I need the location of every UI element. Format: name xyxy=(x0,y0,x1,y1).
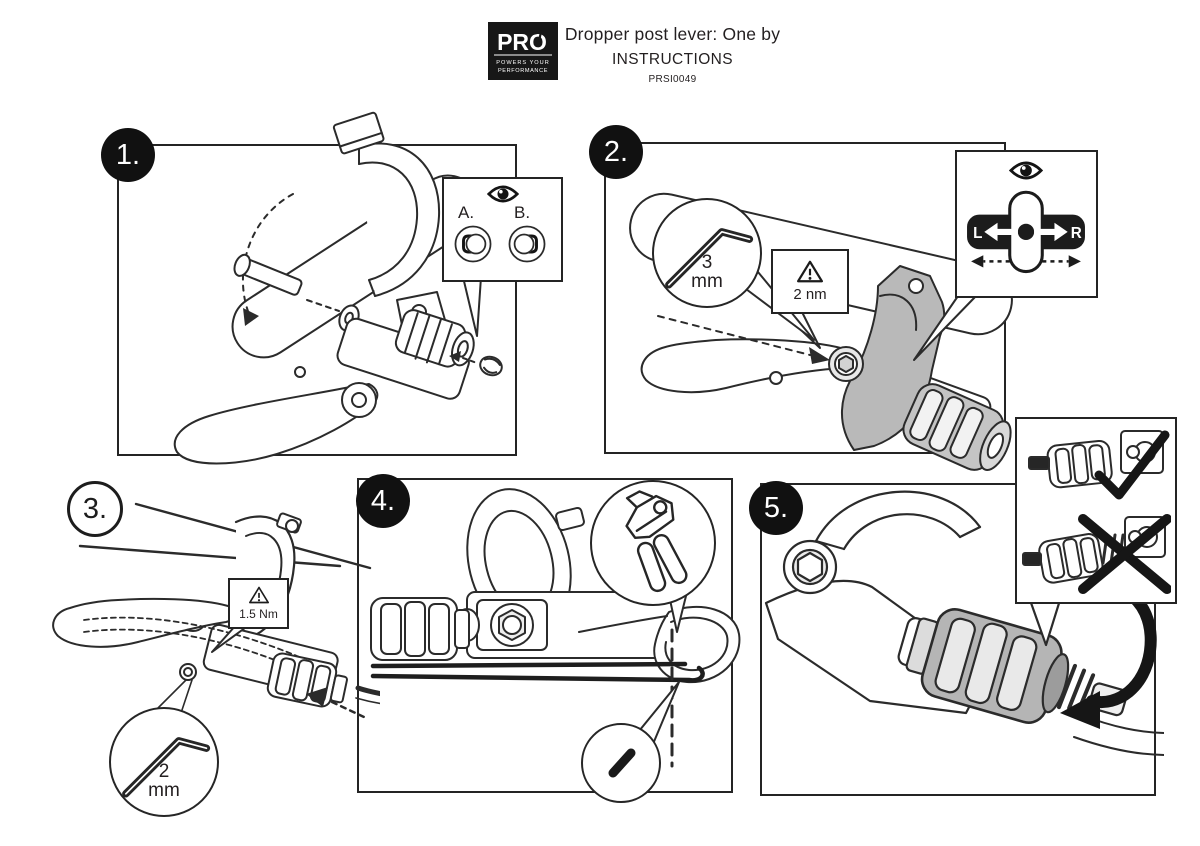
clamp-bolt xyxy=(233,253,303,296)
torque-value: 1.5 Nm xyxy=(239,607,278,621)
step-1-badge: 1. xyxy=(101,128,155,182)
orientation-b-icon xyxy=(508,225,546,263)
step-5-illustration xyxy=(764,490,1164,756)
rotation-arrow-icon xyxy=(1060,580,1157,729)
step-4-panel xyxy=(357,478,741,803)
rotate-direction-arrow xyxy=(241,193,294,315)
step-1-panel: A. B. xyxy=(117,111,563,465)
option-a-label: A. xyxy=(458,203,475,222)
hex-key-icon xyxy=(665,228,754,289)
step-2-panel: 3 mm 2 nm xyxy=(604,142,1098,471)
torque-warning: 2 nm xyxy=(771,249,849,314)
logo-tagline-2: PERFORMANCE xyxy=(498,68,548,74)
left-right-adjust-icon: L R xyxy=(967,190,1085,274)
clamp-knob xyxy=(332,111,385,155)
torque-warning: 1.5 Nm xyxy=(228,578,289,629)
logo-tagline-1: POWERS YOUR xyxy=(496,60,549,66)
incorrect-option xyxy=(1022,514,1171,594)
pro-logo: PRO POWERS YOUR PERFORMANCE xyxy=(488,22,558,80)
hex-key-size: 3 xyxy=(701,252,713,273)
cable-adjuster xyxy=(394,309,475,368)
hex-key-size: 2 xyxy=(158,761,170,782)
hex-key-unit: mm xyxy=(691,271,723,293)
barrel-adjuster xyxy=(902,383,1012,471)
header-text: Dropper post lever: One by INSTRUCTIONS … xyxy=(500,24,845,85)
check-icon xyxy=(1094,430,1170,500)
barrel-adjuster xyxy=(370,597,470,661)
document-code: PRSI0049 xyxy=(648,74,697,85)
cable-cutter-icon xyxy=(625,490,688,593)
hex-key-size-label: 2 mm xyxy=(111,762,217,801)
warning-triangle-icon xyxy=(797,260,823,283)
correct-option xyxy=(1028,430,1170,500)
direction-right-label: R xyxy=(1071,225,1082,242)
step-1-illustration xyxy=(173,111,503,465)
step-4-badge: 4. xyxy=(356,474,410,528)
adjust-direction-inset: L R xyxy=(955,150,1098,298)
step-5-badge: 5. xyxy=(749,481,803,535)
end-cap xyxy=(479,355,503,377)
cable-cutter-callout xyxy=(590,480,716,606)
orientation-a-icon xyxy=(454,225,492,263)
hex-key-callout: 3 mm xyxy=(652,198,762,308)
hex-key-callout: 2 mm xyxy=(109,707,219,817)
orientation-inset: A. B. xyxy=(442,177,563,282)
option-b-label: B. xyxy=(514,203,531,222)
barrel-adjuster xyxy=(905,608,1128,724)
pro-logo-icon: PRO POWERS YOUR PERFORMANCE xyxy=(488,22,558,80)
page-title: Dropper post lever: One by xyxy=(564,24,781,44)
warning-triangle-icon xyxy=(248,586,269,604)
cable-end-cap-icon xyxy=(608,748,636,778)
cross-icon xyxy=(1078,514,1171,594)
step-2-badge: 2. xyxy=(589,125,643,179)
step-5-panel xyxy=(760,417,1177,796)
hex-key-unit: mm xyxy=(148,780,180,802)
eye-icon xyxy=(1009,161,1043,180)
eye-icon xyxy=(487,185,519,203)
bolt-direction-arrow xyxy=(657,315,811,356)
routing-check-inset xyxy=(1015,417,1177,604)
step-3-badge: 3. xyxy=(67,481,123,537)
cable-end-cap-callout xyxy=(581,723,661,803)
inner-cable xyxy=(370,661,688,669)
page-subtitle: INSTRUCTIONS xyxy=(611,51,734,68)
hex-key-size-label: 3 mm xyxy=(654,253,760,292)
hex-key-icon xyxy=(122,737,211,798)
direction-left-label: L xyxy=(973,225,982,242)
step-3-illustration xyxy=(52,502,380,719)
torque-value: 2 nm xyxy=(793,286,827,303)
